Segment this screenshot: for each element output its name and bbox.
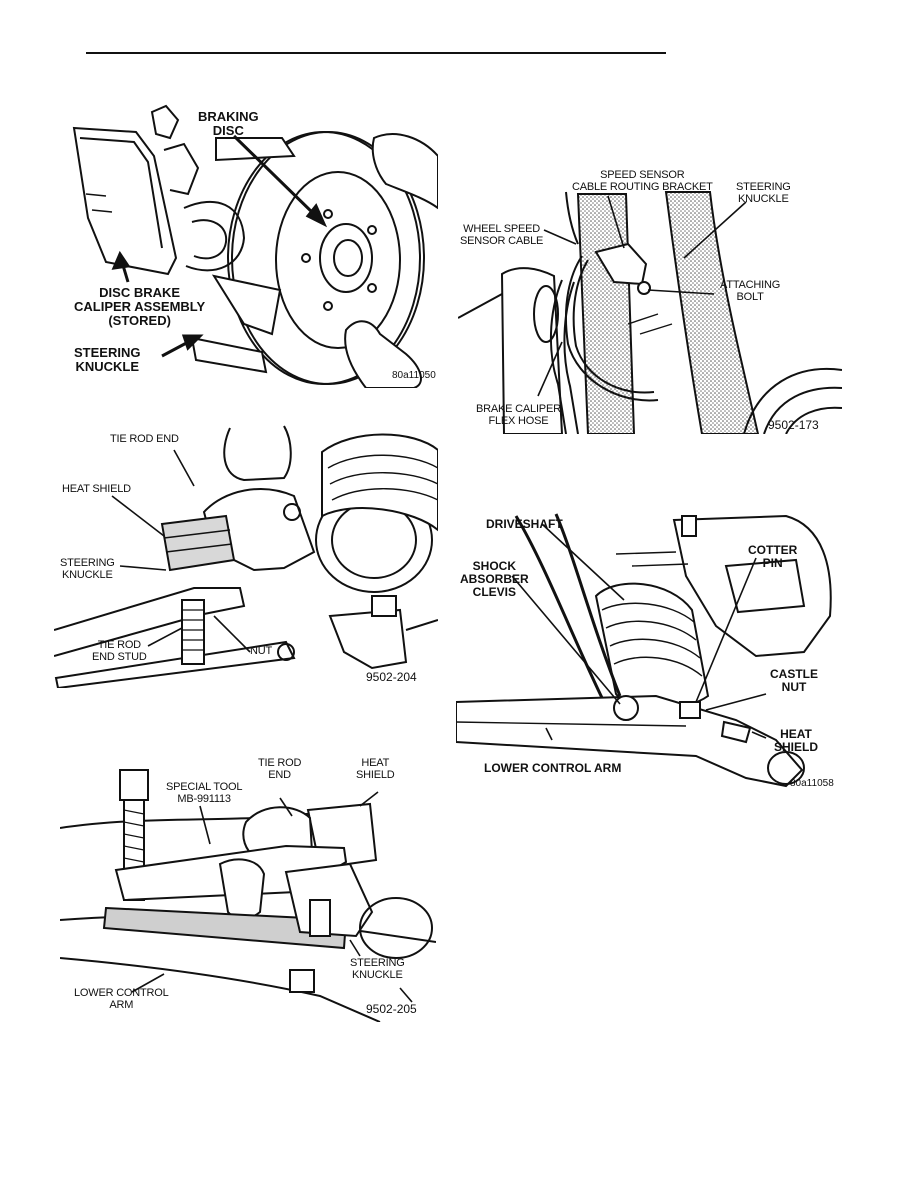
figure-braking-disc: BRAKING DISC DISC BRAKE CALIPER ASSEMBLY… bbox=[66, 98, 438, 388]
figure-tie-rod-nut: TIE ROD END HEAT SHIELD STEERING KNUCKLE… bbox=[54, 420, 438, 688]
label-lower-control-arm: LOWER CONTROL ARM bbox=[74, 987, 169, 1011]
label-braking-disc: BRAKING DISC bbox=[198, 109, 259, 139]
label-steering-knuckle: STEERING KNUCKLE bbox=[60, 557, 115, 581]
figure-code: 9502-204 bbox=[366, 670, 417, 684]
label-nut: NUT bbox=[250, 645, 273, 657]
label-driveshaft: DRIVESHAFT bbox=[486, 517, 563, 531]
label-wheel-speed-cable: WHEEL SPEED SENSOR CABLE bbox=[460, 223, 544, 247]
figure-code: 80a11050 bbox=[392, 370, 436, 381]
figure-speed-sensor: SPEED SENSOR CABLE ROUTING BRACKET STEER… bbox=[458, 164, 842, 434]
label-shock-absorber-clevis: SHOCK ABSORBER CLEVIS bbox=[460, 559, 529, 599]
label-heat-shield: HEAT SHIELD bbox=[774, 727, 819, 754]
braking-disc-illustration bbox=[72, 104, 438, 388]
special-tool-illustration bbox=[60, 769, 436, 1022]
label-tie-rod-end: TIE ROD END bbox=[110, 433, 179, 445]
label-steering-knuckle: STEERING KNUCKLE bbox=[350, 957, 405, 981]
label-disc-brake-caliper: DISC BRAKE CALIPER ASSEMBLY (STORED) bbox=[74, 285, 206, 329]
driveshaft-illustration bbox=[456, 513, 832, 788]
figure-code: 9502-173 bbox=[768, 418, 819, 432]
figure-special-tool: TIE ROD END HEAT SHIELD SPECIAL TOOL MB-… bbox=[60, 752, 436, 1022]
figure-code: 9502-205 bbox=[366, 1002, 417, 1016]
label-attaching-bolt: ATTACHING BOLT bbox=[720, 279, 781, 303]
label-flex-hose: BRAKE CALIPER FLEX HOSE bbox=[476, 403, 561, 427]
figure-driveshaft: DRIVESHAFT SHOCK ABSORBER CLEVIS COTTER … bbox=[456, 506, 846, 790]
label-heat-shield: HEAT SHIELD bbox=[62, 483, 131, 495]
speed-sensor-illustration bbox=[458, 191, 842, 434]
label-steering-knuckle: STEERING KNUCKLE bbox=[736, 181, 791, 205]
label-special-tool: SPECIAL TOOL MB-991113 bbox=[166, 781, 243, 805]
label-steering-knuckle: STEERING KNUCKLE bbox=[74, 345, 141, 375]
tie-rod-nut-illustration bbox=[54, 425, 438, 688]
label-cotter-pin: COTTER PIN bbox=[748, 543, 798, 570]
label-tie-rod-end-stud: TIE ROD END STUD bbox=[92, 639, 147, 663]
label-heat-shield: HEAT SHIELD bbox=[356, 757, 395, 781]
figure-code: 80a11058 bbox=[790, 778, 834, 789]
header-rule bbox=[86, 52, 666, 54]
label-castle-nut: CASTLE NUT bbox=[770, 667, 818, 694]
label-tie-rod-end: TIE ROD END bbox=[258, 757, 302, 781]
label-lower-control-arm: LOWER CONTROL ARM bbox=[484, 761, 622, 775]
label-speed-sensor-bracket: SPEED SENSOR CABLE ROUTING BRACKET bbox=[572, 169, 713, 193]
